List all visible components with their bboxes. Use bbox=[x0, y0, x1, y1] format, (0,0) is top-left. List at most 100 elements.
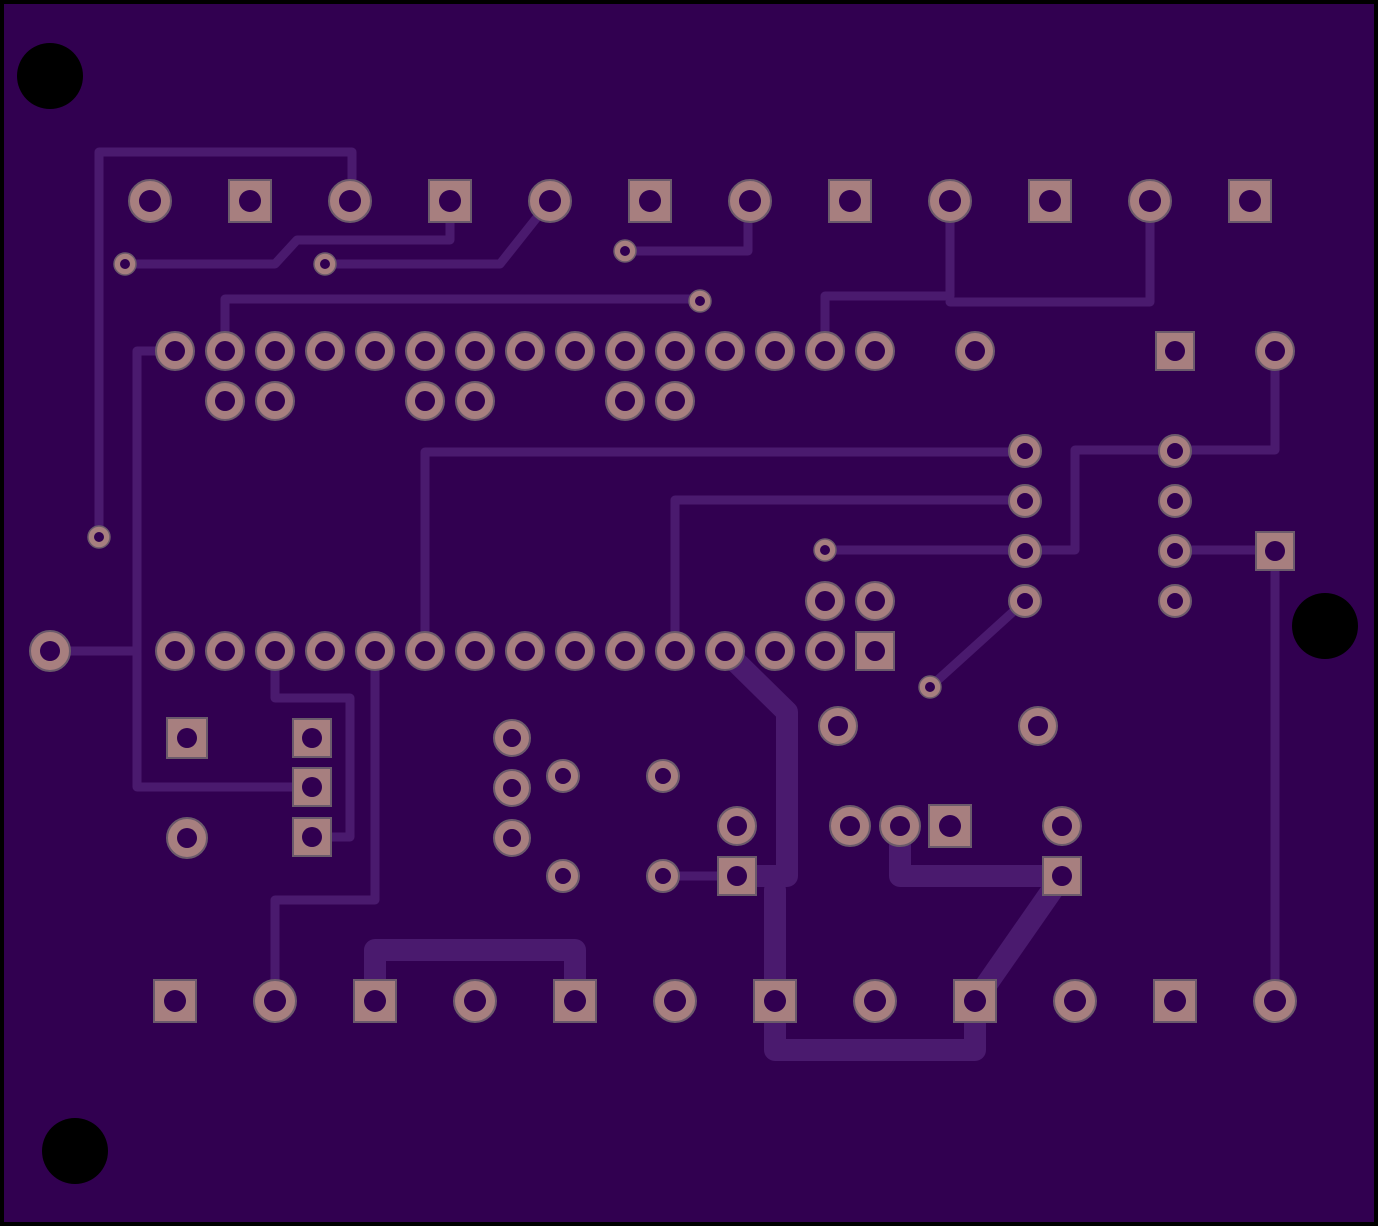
pad-drill bbox=[415, 391, 435, 411]
pad-drill bbox=[365, 341, 385, 361]
pad-drill bbox=[865, 641, 885, 661]
pad-drill bbox=[415, 641, 435, 661]
pad-drill bbox=[239, 190, 261, 212]
pad-drill bbox=[1028, 716, 1048, 736]
pad-drill bbox=[165, 341, 185, 361]
pad-drill bbox=[1139, 190, 1161, 212]
pad-drill bbox=[939, 815, 961, 837]
pad-drill bbox=[665, 341, 685, 361]
pad-drill bbox=[765, 641, 785, 661]
vias bbox=[87, 239, 942, 699]
via-drill bbox=[320, 259, 330, 269]
pad-drill bbox=[265, 391, 285, 411]
pad-drill bbox=[615, 641, 635, 661]
trace bbox=[945, 196, 1155, 307]
trace bbox=[925, 596, 1030, 692]
pad-drill bbox=[40, 641, 60, 661]
pad-drill bbox=[264, 990, 286, 1012]
power-trace bbox=[889, 815, 1073, 1012]
pad-drill bbox=[302, 827, 322, 847]
via-drill bbox=[620, 246, 630, 256]
pad-drill bbox=[1039, 190, 1061, 212]
mount-hole-right bbox=[1292, 593, 1358, 659]
pad-drill bbox=[503, 829, 521, 847]
pad-drill bbox=[215, 641, 235, 661]
pad-drill bbox=[1264, 990, 1286, 1012]
pad-drill bbox=[765, 341, 785, 361]
pad-drill bbox=[1167, 493, 1183, 509]
pad-drill bbox=[1064, 990, 1086, 1012]
pad-drill bbox=[839, 190, 861, 212]
via-drill bbox=[820, 545, 830, 555]
trace bbox=[270, 646, 355, 842]
pad-drill bbox=[665, 641, 685, 661]
pad-drill bbox=[815, 641, 835, 661]
pad-drill bbox=[1239, 190, 1261, 212]
pad-drill bbox=[1167, 443, 1183, 459]
square-pad bbox=[928, 804, 972, 848]
power-trace bbox=[714, 640, 798, 887]
mount-hole-top-left bbox=[17, 43, 83, 109]
pad-drill bbox=[739, 190, 761, 212]
pad-drill bbox=[565, 341, 585, 361]
pad-drill bbox=[364, 990, 386, 1012]
pad-drill bbox=[764, 990, 786, 1012]
pad-drill bbox=[503, 729, 521, 747]
pad-drill bbox=[840, 816, 860, 836]
pad-drill bbox=[1017, 493, 1033, 509]
pad-drill bbox=[503, 779, 521, 797]
pad-drill bbox=[1167, 593, 1183, 609]
pad-drill bbox=[565, 641, 585, 661]
trace bbox=[820, 196, 955, 356]
via-drill bbox=[695, 296, 705, 306]
via-drill bbox=[925, 682, 935, 692]
pad-drill bbox=[615, 391, 635, 411]
square-pad bbox=[292, 817, 332, 857]
pad-drill bbox=[727, 816, 747, 836]
pad-drill bbox=[965, 341, 985, 361]
pad-drill bbox=[1265, 341, 1285, 361]
mount-holes bbox=[17, 43, 1358, 1184]
power-trace bbox=[364, 939, 586, 1012]
pad-drill bbox=[339, 190, 361, 212]
pad-drill bbox=[177, 728, 197, 748]
pad-drill bbox=[515, 641, 535, 661]
pad-drill bbox=[890, 816, 910, 836]
pad-drill bbox=[164, 990, 186, 1012]
pad-drill bbox=[315, 641, 335, 661]
pad-drill bbox=[655, 768, 671, 784]
pad-drill bbox=[564, 990, 586, 1012]
pad-drill bbox=[727, 866, 747, 886]
pad-drill bbox=[465, 641, 485, 661]
pad-drill bbox=[464, 990, 486, 1012]
pad-drill bbox=[1017, 443, 1033, 459]
pad-drill bbox=[815, 591, 835, 611]
pad-drill bbox=[165, 641, 185, 661]
pad-drill bbox=[864, 990, 886, 1012]
square-pad bbox=[428, 179, 472, 223]
mount-hole-bottom-left bbox=[42, 1118, 108, 1184]
pad-drill bbox=[828, 716, 848, 736]
pad-drill bbox=[139, 190, 161, 212]
copper-pads bbox=[29, 179, 1297, 1023]
pad-drill bbox=[715, 341, 735, 361]
pad-drill bbox=[555, 768, 571, 784]
pad-drill bbox=[465, 391, 485, 411]
pad-drill bbox=[215, 391, 235, 411]
square-pad bbox=[953, 979, 997, 1023]
trace bbox=[270, 646, 380, 1006]
pad-drill bbox=[365, 641, 385, 661]
trace bbox=[820, 346, 1280, 555]
pad-drill bbox=[964, 990, 986, 1012]
trace bbox=[120, 196, 455, 269]
trace bbox=[670, 495, 1030, 656]
trace bbox=[420, 447, 1030, 656]
pad-drill bbox=[465, 341, 485, 361]
pad-drill bbox=[939, 190, 961, 212]
trace bbox=[94, 147, 357, 542]
pad-drill bbox=[515, 341, 535, 361]
pad-drill bbox=[315, 341, 335, 361]
pad-drill bbox=[215, 341, 235, 361]
pad-drill bbox=[715, 641, 735, 661]
